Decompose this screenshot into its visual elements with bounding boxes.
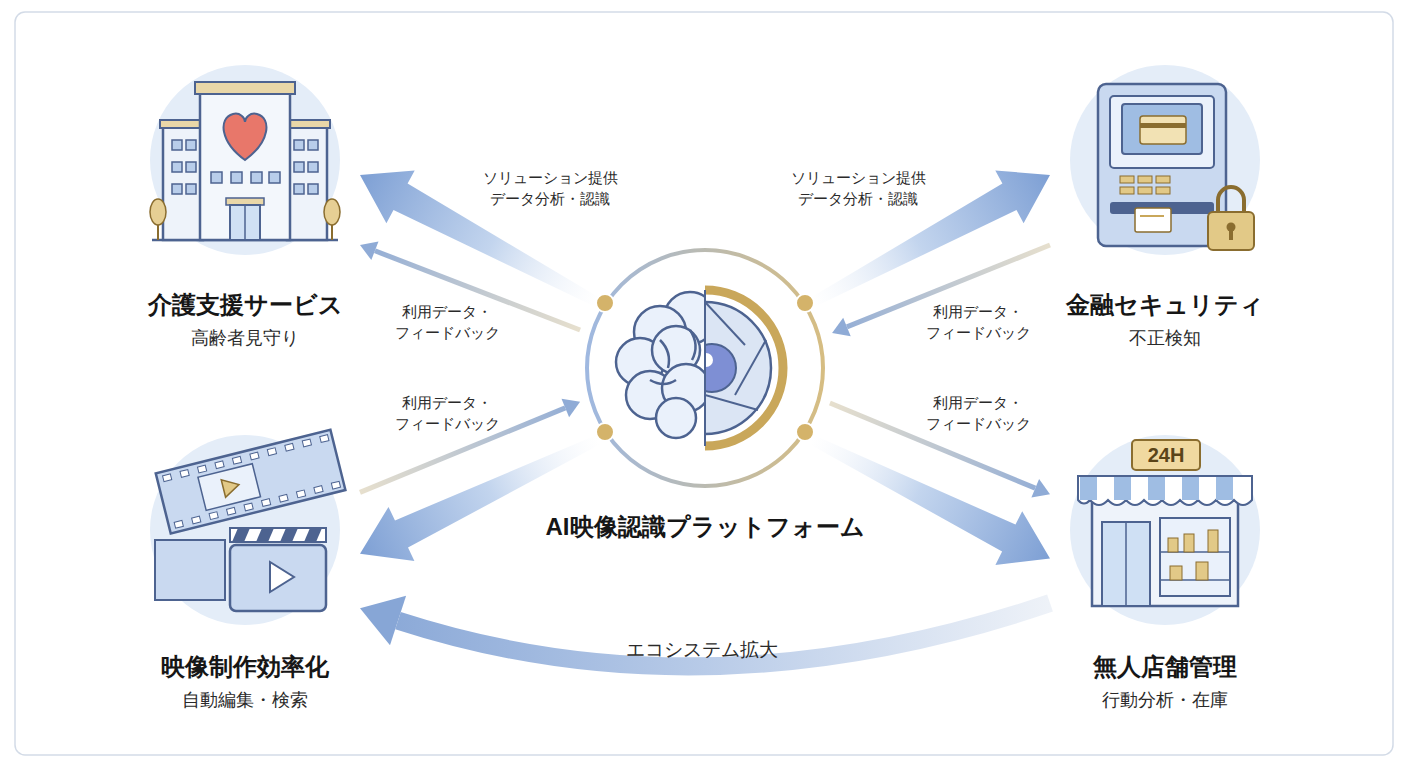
edge-label: 利用データ・ フィードバック — [382, 301, 512, 343]
care-building-icon — [150, 65, 340, 255]
node-subtitle: 自動編集・検索 — [182, 688, 308, 712]
edge-label: 利用データ・ フィードバック — [913, 301, 1043, 343]
node-box: 映像制作効率化自動編集・検索 — [130, 430, 360, 712]
frame — [15, 12, 1393, 755]
edge-label: 利用データ・ フィードバック — [913, 392, 1043, 434]
solution-arrow — [810, 435, 1050, 565]
edge-label: 利用データ・ フィードバック — [382, 392, 512, 434]
node-title: AI映像認識プラットフォーム — [546, 511, 865, 542]
edge-label: ソリューション提供 データ分析・認識 — [778, 167, 938, 209]
feedback-arrow — [832, 245, 1050, 336]
atm-icon — [1070, 65, 1260, 255]
node-box: AI映像認識プラットフォーム — [525, 250, 885, 542]
solution-arrow — [360, 435, 600, 561]
feedback-arrow — [360, 399, 580, 493]
sign-label: 24H — [1148, 444, 1185, 467]
node-subtitle: 不正検知 — [1129, 326, 1201, 350]
platform-icon — [587, 250, 823, 486]
ecosystem-arrow — [360, 596, 1050, 667]
node-box: 無人店舗管理行動分析・在庫 — [1050, 430, 1280, 712]
node-title: 金融セキュリティ — [1066, 289, 1264, 320]
store-icon — [1070, 435, 1260, 625]
edge-label: ソリューション提供 データ分析・認識 — [470, 167, 630, 209]
edge-label: エコシステム拡大 — [592, 637, 812, 664]
node-subtitle: 行動分析・在庫 — [1102, 688, 1228, 712]
node-title: 介護支援サービス — [148, 289, 343, 320]
node-subtitle: 高齢者見守り — [191, 326, 299, 350]
video-production-icon — [150, 430, 345, 625]
node-box: 介護支援サービス高齢者見守り — [130, 60, 360, 350]
node-title: 映像制作効率化 — [161, 651, 329, 682]
node-title: 無人店舗管理 — [1093, 651, 1237, 682]
node-box: 金融セキュリティ不正検知 — [1050, 60, 1280, 350]
